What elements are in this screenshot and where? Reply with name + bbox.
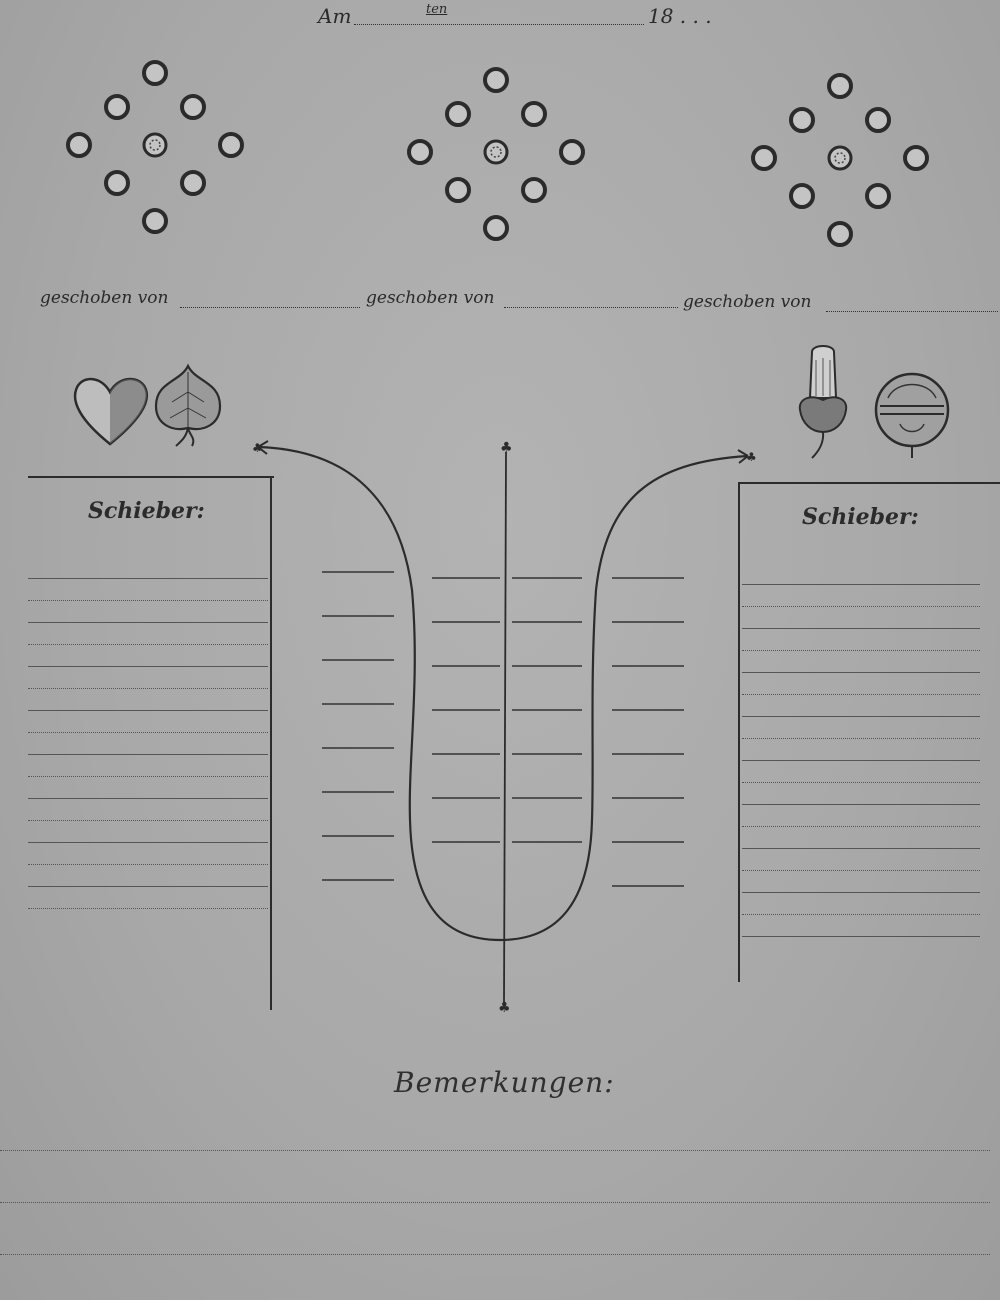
pushed-label-3: geschoben von	[683, 292, 812, 312]
right-row-line[interactable]	[742, 760, 980, 761]
left-panel-right-border	[270, 476, 272, 1010]
left-row-dotted[interactable]	[28, 644, 268, 645]
ring-2-2	[445, 101, 471, 127]
ring-center-star-2	[490, 146, 502, 158]
right-row-dotted[interactable]	[742, 782, 980, 783]
left-row-dotted[interactable]	[28, 600, 268, 601]
remarks-line-1[interactable]	[0, 1150, 990, 1151]
leaf-icon	[154, 363, 222, 447]
right-row-dotted[interactable]	[742, 650, 980, 651]
pushed-field-2[interactable]	[504, 307, 678, 308]
ring-3-6	[903, 145, 929, 171]
left-row-dotted[interactable]	[28, 864, 268, 865]
ring-1-7	[104, 170, 130, 196]
right-row-dotted[interactable]	[742, 914, 980, 915]
ring-1-9	[142, 208, 168, 234]
ring-1-1	[142, 60, 168, 86]
ring-1-5	[142, 132, 168, 158]
ring-2-9	[483, 215, 509, 241]
ring-3-1	[827, 73, 853, 99]
ring-3-5	[827, 145, 853, 171]
left-row-line[interactable]	[28, 798, 268, 799]
ring-center-star-3	[834, 152, 846, 164]
ring-3-4	[751, 145, 777, 171]
left-row-line[interactable]	[28, 886, 268, 887]
bell-icon	[874, 372, 950, 458]
ring-1-8	[180, 170, 206, 196]
left-row-dotted[interactable]	[28, 776, 268, 777]
remarks-line-2[interactable]	[0, 1202, 990, 1203]
pushed-label-1: geschoben von	[40, 288, 169, 308]
right-panel-left-border	[738, 482, 740, 982]
remarks-line-3[interactable]	[0, 1254, 990, 1255]
ring-2-8	[521, 177, 547, 203]
right-row-line[interactable]	[742, 804, 980, 805]
ring-2-6	[559, 139, 585, 165]
left-row-line[interactable]	[28, 842, 268, 843]
ten-label: ten	[426, 2, 448, 17]
right-row-dotted[interactable]	[742, 738, 980, 739]
left-row-dotted[interactable]	[28, 908, 268, 909]
left-panel-top-border	[28, 476, 274, 478]
date-day-field[interactable]	[354, 24, 644, 25]
ring-2-4	[407, 139, 433, 165]
pushed-field-1[interactable]	[180, 307, 360, 308]
ring-2-7	[445, 177, 471, 203]
ring-1-4	[66, 132, 92, 158]
right-row-line[interactable]	[742, 936, 980, 937]
left-row-dotted[interactable]	[28, 820, 268, 821]
left-row-line[interactable]	[28, 710, 268, 711]
left-row-line[interactable]	[28, 666, 268, 667]
remarks-title: Bemerkungen:	[394, 1066, 615, 1099]
ring-3-2	[789, 107, 815, 133]
left-row-line[interactable]	[28, 754, 268, 755]
acorn-icon	[798, 345, 848, 459]
ring-3-9	[827, 221, 853, 247]
right-row-line[interactable]	[742, 672, 980, 673]
right-row-line[interactable]	[742, 848, 980, 849]
pushed-field-3[interactable]	[826, 311, 998, 312]
right-panel-title: Schieber:	[802, 504, 919, 530]
right-panel-top-border	[738, 482, 1000, 484]
right-row-dotted[interactable]	[742, 826, 980, 827]
year-label: 18 . . .	[648, 4, 712, 28]
right-row-dotted[interactable]	[742, 870, 980, 871]
left-row-line[interactable]	[28, 622, 268, 623]
left-row-dotted[interactable]	[28, 732, 268, 733]
heart-icon	[73, 377, 149, 446]
ring-1-6	[218, 132, 244, 158]
ring-diagrams	[66, 60, 929, 247]
right-row-dotted[interactable]	[742, 694, 980, 695]
left-row-dotted[interactable]	[28, 688, 268, 689]
right-row-line[interactable]	[742, 716, 980, 717]
left-row-line[interactable]	[28, 578, 268, 579]
right-row-line[interactable]	[742, 628, 980, 629]
ring-center-star-1	[149, 139, 161, 151]
ring-2-1	[483, 67, 509, 93]
pushed-label-2: geschoben von	[366, 288, 495, 308]
ring-3-7	[789, 183, 815, 209]
am-label: Am	[318, 4, 352, 28]
ring-2-3	[521, 101, 547, 127]
left-panel-title: Schieber:	[88, 498, 205, 524]
ring-1-3	[180, 94, 206, 120]
right-row-dotted[interactable]	[742, 606, 980, 607]
ring-1-2	[104, 94, 130, 120]
right-row-line[interactable]	[742, 584, 980, 585]
ring-3-3	[865, 107, 891, 133]
ring-2-5	[483, 139, 509, 165]
ring-3-8	[865, 183, 891, 209]
right-row-line[interactable]	[742, 892, 980, 893]
